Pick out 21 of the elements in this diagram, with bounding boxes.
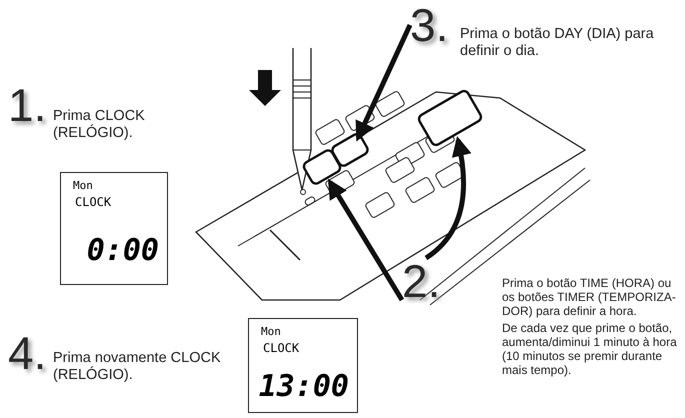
day-indicator: Mon xyxy=(73,179,93,192)
lcd-display xyxy=(248,318,358,413)
step-number: 2. xyxy=(402,258,440,304)
time-readout: 13:00 xyxy=(258,369,349,404)
arrow xyxy=(424,136,471,260)
step-number: 4. xyxy=(8,330,46,376)
arrow xyxy=(328,178,404,302)
step-instruction: De cada vez que prime o botão, aumenta/diminui 1 minuto à hora (10 minutos se premir durante mais tempo). xyxy=(502,321,678,377)
step-number: 3. xyxy=(410,2,448,48)
button-highlight xyxy=(300,147,344,187)
mode-indicator: CLOCK xyxy=(263,341,300,355)
day-indicator: Mon xyxy=(261,325,281,338)
mode-indicator: CLOCK xyxy=(75,195,112,209)
arrow xyxy=(356,24,412,142)
step-instruction: Prima o botão TIME (HORA) ou os botões TIMER (TEMPORIZA- DOR) para definir a hora. xyxy=(502,276,677,318)
time-readout: 0:00 xyxy=(86,233,159,268)
lcd-display xyxy=(60,172,168,285)
step-number: 1. xyxy=(8,82,46,128)
step-instruction: Prima o botão DAY (DIA) para definir o dia. xyxy=(460,26,655,60)
step-instruction: Prima CLOCK (RELÓGIO). xyxy=(53,108,146,142)
step-instruction: Prima novamente CLOCK (RELÓGIO). xyxy=(53,350,222,384)
